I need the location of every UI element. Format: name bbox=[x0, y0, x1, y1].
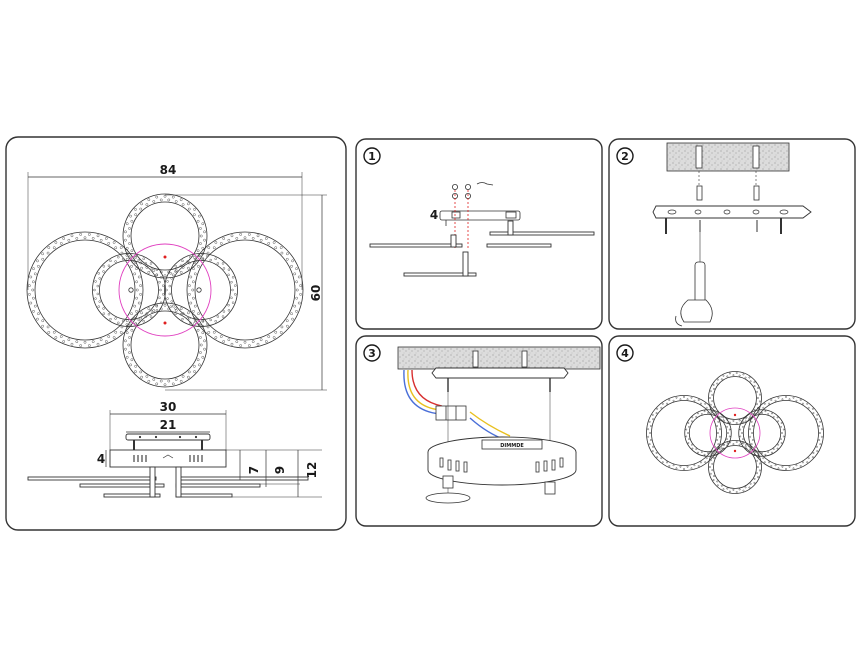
base-width-label: 30 bbox=[160, 400, 177, 414]
ceiling-block bbox=[397, 346, 601, 370]
step-4-number: 4 bbox=[621, 347, 629, 360]
step-1-frame bbox=[355, 138, 603, 330]
crystal-ring bbox=[684, 409, 732, 457]
side-view: 30 21 4 bbox=[27, 400, 322, 498]
terminal-block bbox=[435, 405, 467, 421]
mounting-plate bbox=[125, 433, 211, 441]
step-3-panel: 3 bbox=[355, 335, 603, 527]
top-view: 84 60 bbox=[26, 163, 327, 391]
step-2-badge bbox=[616, 147, 634, 165]
width-label: 84 bbox=[160, 163, 177, 177]
center-dot bbox=[196, 287, 202, 293]
main-panel-frame bbox=[5, 136, 347, 531]
crystal-ring bbox=[646, 395, 722, 471]
assembled-fixture bbox=[646, 371, 824, 494]
crystal-ring bbox=[164, 253, 238, 327]
height-label: 60 bbox=[309, 285, 323, 302]
step-1-plate-height: 4 bbox=[430, 208, 438, 222]
crystal-ring bbox=[92, 253, 166, 327]
center-dot bbox=[128, 287, 134, 293]
step-4-badge bbox=[616, 344, 634, 362]
plate-width-label: 21 bbox=[160, 418, 177, 432]
step-2-number: 2 bbox=[621, 150, 629, 163]
driver-label: DIMMDE bbox=[500, 443, 524, 449]
step-1-panel: 1 4 bbox=[355, 138, 603, 330]
plate-height-label: 4 bbox=[97, 452, 105, 466]
step-2-frame bbox=[608, 138, 856, 330]
crystal-ring bbox=[748, 395, 824, 471]
ring-group bbox=[26, 193, 304, 388]
center-dot bbox=[163, 321, 167, 325]
height-7-label: 7 bbox=[247, 466, 261, 474]
driver-box bbox=[481, 439, 543, 450]
step-1-number: 1 bbox=[368, 150, 376, 163]
step-3-badge bbox=[363, 344, 381, 362]
crystal-ring bbox=[738, 409, 786, 457]
step-2-panel: 2 bbox=[608, 138, 856, 330]
center-ring-pink bbox=[118, 243, 212, 337]
crystal-ring bbox=[186, 231, 304, 349]
main-panel: 84 60 30 21 bbox=[5, 136, 347, 531]
ceiling-block bbox=[666, 142, 790, 172]
center-dot bbox=[163, 255, 167, 259]
crystal-ring bbox=[26, 231, 144, 349]
step-4-frame bbox=[608, 335, 856, 527]
step-4-panel: 4 bbox=[608, 335, 856, 527]
height-12-label: 12 bbox=[305, 462, 319, 479]
height-9-label: 9 bbox=[273, 466, 287, 474]
step-3-number: 3 bbox=[368, 347, 376, 360]
screwdriver bbox=[675, 261, 713, 327]
step-1-badge bbox=[363, 147, 381, 165]
base-body bbox=[109, 449, 227, 468]
crystal-ring bbox=[122, 302, 208, 388]
mounting-plate bbox=[652, 205, 812, 219]
